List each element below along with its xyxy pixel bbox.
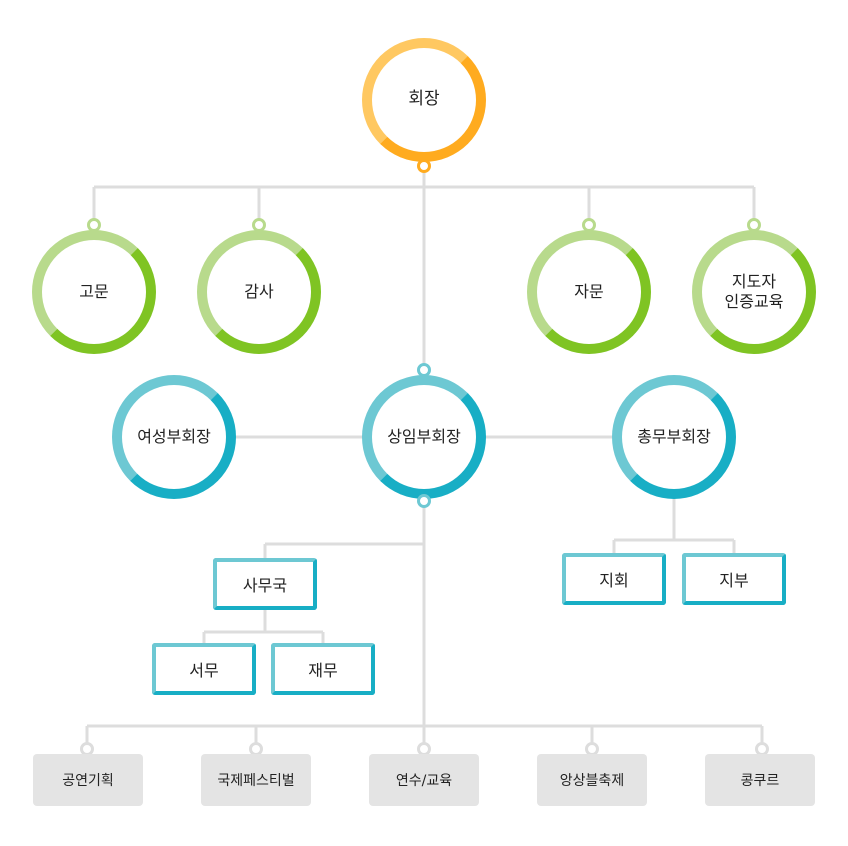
standing-vp-bottom-ring: [417, 494, 431, 508]
advisor-3-node: 자문: [527, 230, 651, 354]
advisor-3-label: 자문: [574, 282, 604, 301]
advisor-2-node: 감사: [197, 230, 321, 354]
advisor-4-label-line2: 인증교육: [724, 292, 784, 311]
division-1-box: 공연기획: [33, 754, 143, 806]
division-4-label: 앙상블축제: [559, 773, 625, 789]
chapter-label: 지부: [719, 571, 749, 590]
advisor-4-label-line1: 지도자: [731, 272, 777, 291]
branch-box: 지회: [562, 553, 666, 605]
division-1-label: 공연기획: [62, 773, 114, 789]
president-connector-ring: [417, 159, 431, 173]
division-5-label: 콩쿠르: [740, 773, 780, 789]
secretariat-label: 사무국: [242, 576, 288, 595]
advisor-2-label: 감사: [244, 282, 274, 301]
division-2-label: 국제페스티벌: [217, 773, 295, 789]
finance-label: 재무: [308, 661, 338, 680]
division-2-box: 국제페스티벌: [201, 754, 311, 806]
advisor-4-node: 지도자 인증교육: [692, 230, 816, 354]
standing-vp-label: 상임부회장: [387, 427, 461, 446]
division-4-box: 앙상블축제: [537, 754, 647, 806]
women-vp-label: 여성부회장: [137, 427, 211, 446]
advisor-1-node: 고문: [32, 230, 156, 354]
chapter-box: 지부: [682, 553, 786, 605]
president-label: 회장: [408, 89, 440, 110]
general-vp-node: 총무부회장: [612, 375, 736, 499]
secretariat-box: 사무국: [213, 558, 317, 610]
branch-label: 지회: [599, 571, 629, 590]
finance-box: 재무: [271, 643, 375, 695]
standing-vp-node: 상임부회장: [362, 375, 486, 499]
division-3-label: 연수/교육: [395, 773, 453, 789]
women-vp-node: 여성부회장: [112, 375, 236, 499]
general-vp-label: 총무부회장: [637, 427, 711, 446]
advisor-4-label: 지도자 인증교육: [725, 272, 784, 312]
division-5-box: 콩쿠르: [705, 754, 815, 806]
division-3-box: 연수/교육: [369, 754, 479, 806]
general-affairs-box: 서무: [152, 643, 256, 695]
president-node: 회장: [362, 38, 486, 162]
advisor-1-label: 고문: [79, 282, 109, 301]
general-affairs-label: 서무: [189, 661, 219, 680]
